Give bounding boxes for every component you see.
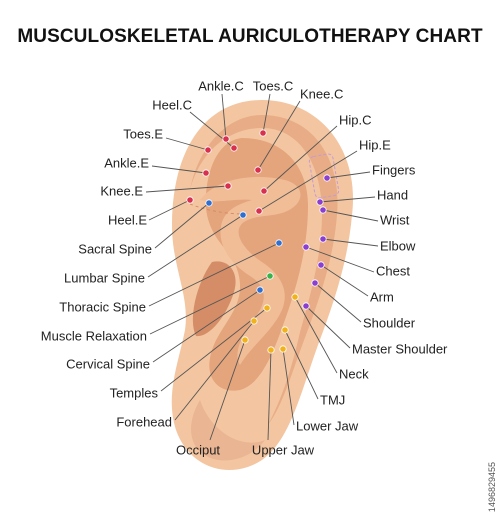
antihelix <box>200 176 301 365</box>
point-heel-e <box>186 196 194 204</box>
leader-lower-jaw <box>282 348 295 426</box>
leader-lines <box>145 93 379 441</box>
leader-knee-c <box>257 100 301 171</box>
label-knee-c: Knee.C <box>300 86 344 102</box>
leader-sacral-spine <box>154 202 210 249</box>
ear-diagram <box>145 93 379 470</box>
label-thoracic-spine: Thoracic Spine <box>59 299 146 315</box>
label-master-shoulder: Master Shoulder <box>352 341 448 357</box>
leader-neck <box>294 296 338 374</box>
point-fingers <box>323 174 331 182</box>
label-tmj: TMJ <box>320 392 346 408</box>
leader-forehead <box>174 320 255 421</box>
label-arm: Arm <box>370 289 394 305</box>
label-toes-c: Toes.C <box>252 78 294 94</box>
point-sacral-spine <box>205 199 213 207</box>
point-arm <box>317 261 325 269</box>
leader-toes-c <box>262 93 271 134</box>
point-hip-e <box>255 207 263 215</box>
sacral-dash <box>189 203 245 215</box>
point-tmj <box>281 326 289 334</box>
point-cervical-spine <box>256 286 264 294</box>
leader-cervical-spine <box>152 289 261 363</box>
point-hip-c <box>260 187 268 195</box>
leader-arm <box>320 264 369 297</box>
label-elbow: Elbow <box>380 238 416 254</box>
label-ankle-c: Ankle.C <box>198 78 244 94</box>
label-lumbar-spine: Lumbar Spine <box>64 270 145 286</box>
label-lower-jaw: Lower Jaw <box>296 418 359 434</box>
label-muscle-relaxation: Muscle Relaxation <box>40 328 147 344</box>
label-heel-c: Heel.C <box>152 97 192 113</box>
point-occiput <box>241 336 249 344</box>
label-wrist: Wrist <box>380 212 410 228</box>
point-lower-jaw <box>279 345 287 353</box>
point-thoracic-spine <box>275 239 283 247</box>
label-forehead: Forehead <box>116 414 172 430</box>
acupoints <box>186 129 331 354</box>
label-neck: Neck <box>339 366 369 382</box>
point-ankle-e <box>202 169 210 177</box>
label-knee-e: Knee.E <box>100 183 143 199</box>
leader-knee-e <box>145 185 229 193</box>
point-neck <box>291 293 299 301</box>
point-forehead <box>250 317 258 325</box>
helix-shadow <box>190 115 338 425</box>
label-sacral-spine: Sacral Spine <box>78 241 152 257</box>
leader-wrist <box>322 209 379 222</box>
point-master-shoulder <box>302 302 310 310</box>
label-hip-e: Hip.E <box>359 137 391 153</box>
ear-lobe <box>191 400 265 461</box>
leader-heel-e <box>148 199 191 221</box>
leader-chest <box>305 246 375 273</box>
point-wrist <box>319 206 327 214</box>
label-toes-e: Toes.E <box>123 126 163 142</box>
leader-fingers <box>326 171 371 179</box>
label-hip-c: Hip.C <box>339 112 372 128</box>
leader-ankle-e <box>151 165 207 174</box>
label-fingers: Fingers <box>372 162 416 178</box>
point-lumbar-spine <box>239 211 247 219</box>
point-shoulder <box>311 279 319 287</box>
point-toes-c <box>259 129 267 137</box>
leader-occiput <box>209 339 246 441</box>
leader-hip-c <box>263 125 338 192</box>
leader-hip-e <box>258 150 358 212</box>
label-shoulder: Shoulder <box>363 315 416 331</box>
chart-title: MUSCULOSKELETAL AURICULOTHERAPY CHART <box>17 26 483 47</box>
point-upper-jaw <box>267 346 275 354</box>
leader-master-shoulder <box>305 305 351 349</box>
label-temples: Temples <box>109 385 158 401</box>
leader-thoracic-spine <box>148 242 280 307</box>
point-knee-c <box>254 166 262 174</box>
label-chest: Chest <box>376 263 410 279</box>
label-occiput: Occiput <box>175 442 221 458</box>
leader-upper-jaw <box>267 349 272 441</box>
point-knee-e <box>224 182 232 190</box>
label-ankle-e: Ankle.E <box>104 155 149 171</box>
leader-tmj <box>284 329 319 400</box>
label-hand: Hand <box>377 187 409 203</box>
point-heel-c <box>230 144 238 152</box>
leader-lumbar-spine <box>147 214 244 278</box>
leader-muscle-relaxation <box>149 275 271 335</box>
stock-id: 1496829455 <box>487 462 497 512</box>
leader-elbow <box>322 238 379 247</box>
point-muscle-relaxation <box>266 272 274 280</box>
point-toes-e <box>204 146 212 154</box>
label-heel-e: Heel.E <box>107 212 147 228</box>
leader-temples <box>160 307 268 392</box>
point-temples <box>263 304 271 312</box>
point-elbow <box>319 235 327 243</box>
leader-ankle-c <box>221 93 227 140</box>
point-ankle-c <box>222 135 230 143</box>
label-upper-jaw: Upper Jaw <box>251 442 315 458</box>
point-hand <box>316 198 324 206</box>
leader-hand <box>319 196 376 203</box>
fingers-zone <box>308 153 340 199</box>
label-cervical-spine: Cervical Spine <box>66 356 150 372</box>
leader-shoulder <box>314 282 362 323</box>
leader-toes-e <box>165 137 209 151</box>
point-chest <box>302 243 310 251</box>
